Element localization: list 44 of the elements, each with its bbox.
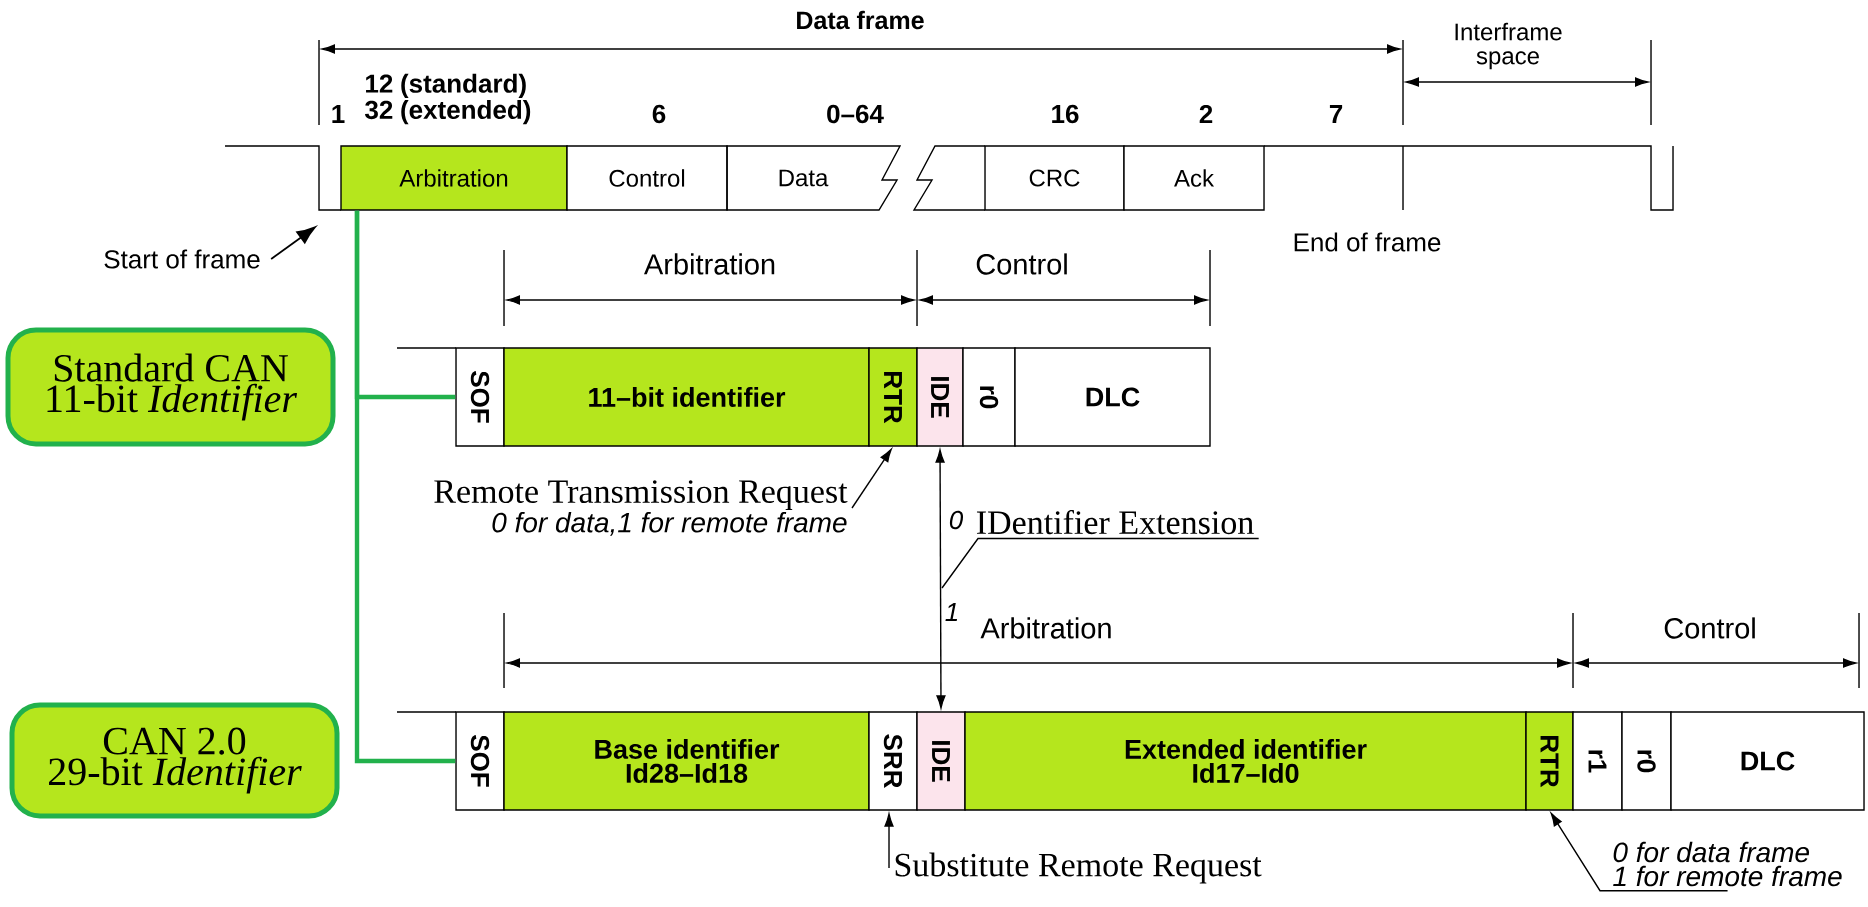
- leader-line: [941, 537, 1260, 589]
- dimension-label: Control: [976, 253, 1067, 275]
- arrow: [935, 449, 946, 709]
- bit-count: 7: [1329, 105, 1343, 123]
- annotation-text: 0 for data frame 1 for remote frame: [1613, 841, 1842, 887]
- bit-field: RTR: [1525, 711, 1574, 811]
- format-badge: CAN 2.0 29-bit Identifier: [9, 702, 340, 819]
- annotation-text: IDentifier Extension: [976, 509, 1254, 535]
- arrow: [884, 813, 894, 869]
- format-badge: Standard CAN 11-bit Identifier: [5, 327, 336, 447]
- bit-field: Base identifier Id28–Id18: [503, 711, 870, 811]
- dimension-label: Data frame: [797, 10, 924, 30]
- annotation-text: Substitute Remote Request: [895, 852, 1262, 884]
- field-label: End of frame: [1294, 232, 1441, 252]
- bit-field: IDE: [916, 711, 966, 811]
- dimension-label: Interframe space: [1455, 22, 1562, 70]
- bit-field: IDE: [916, 347, 964, 447]
- bit-field: SOF: [455, 711, 505, 811]
- frame-field: Arbitration: [340, 145, 568, 211]
- annotation-text: Start of frame: [104, 249, 260, 269]
- bit-field: RTR: [868, 347, 918, 447]
- bit-count: 1: [332, 105, 345, 123]
- bit-field: r0: [1621, 711, 1672, 811]
- frame-field: Control: [566, 145, 728, 211]
- bit-field: SOF: [455, 347, 505, 447]
- bit-field: r1: [1572, 711, 1623, 811]
- dimension-label: Arbitration: [644, 253, 775, 275]
- bit-count: 16: [1052, 104, 1079, 124]
- dimension-label: Arbitration: [980, 617, 1111, 639]
- bit-field: r0: [962, 347, 1016, 447]
- arrow: [1550, 812, 1729, 892]
- dimension-label: Control: [1664, 617, 1755, 639]
- bit-value: 1: [945, 603, 958, 621]
- arrow: [851, 448, 892, 509]
- frame-field: Ack: [1123, 145, 1265, 211]
- bit-count: 12 (standard) 32 (extended): [365, 73, 531, 125]
- arrow: [270, 226, 316, 260]
- bit-count: 6: [652, 104, 666, 124]
- bit-field: SRR: [868, 711, 918, 811]
- connector-line: [354, 210, 456, 764]
- bit-value: 0: [949, 510, 963, 530]
- frame-field: CRC: [984, 145, 1125, 211]
- annotation-text: Remote Transmission Request 0 for data,1 for remote frame: [434, 480, 848, 536]
- frame-field: Data: [726, 145, 902, 211]
